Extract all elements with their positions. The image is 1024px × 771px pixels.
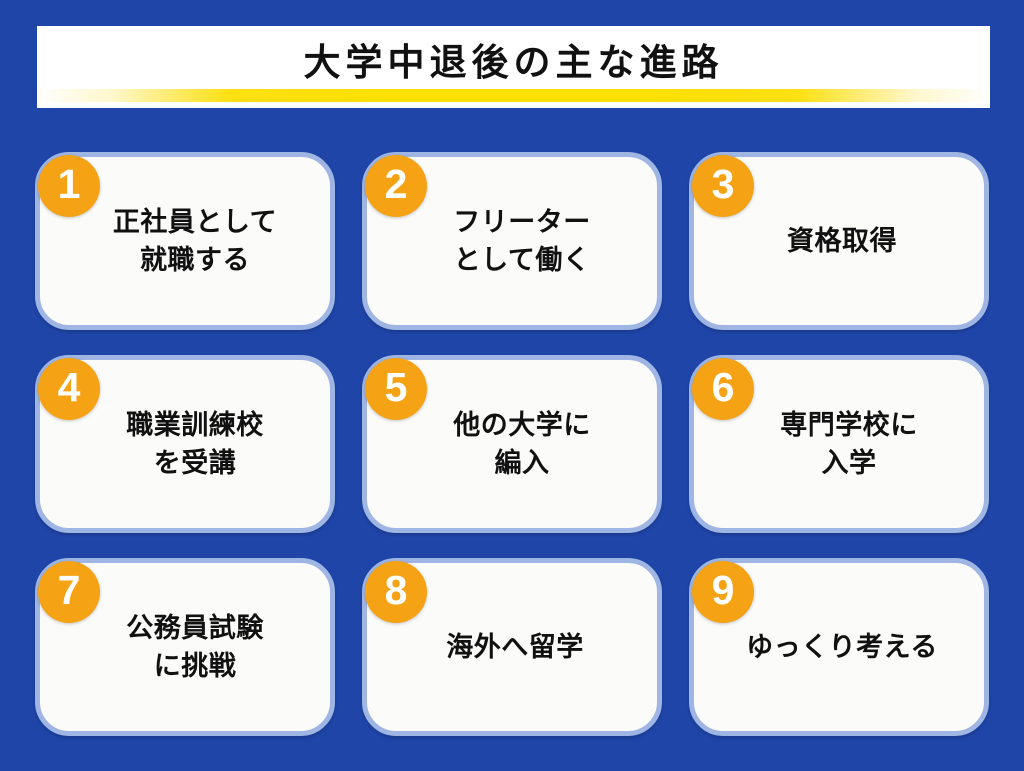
option-number-badge-2: 2 <box>365 155 427 217</box>
option-card-9[interactable]: 9 ゆっくり考える <box>689 558 989 736</box>
option-number-badge-7: 7 <box>38 561 100 623</box>
option-card-5[interactable]: 5 他の大学に 編入 <box>362 355 662 533</box>
option-label-3: 資格取得 <box>787 225 897 256</box>
option-card-7[interactable]: 7 公務員試験 に挑戦 <box>35 558 335 736</box>
option-number-8: 8 <box>384 567 408 613</box>
option-label-9: ゆっくり考える <box>746 631 938 662</box>
option-number-badge-8: 8 <box>365 561 427 623</box>
option-label-1: 正社員として 就職する <box>112 206 278 275</box>
option-number-badge-1: 1 <box>38 155 100 217</box>
option-number-7: 7 <box>57 567 81 613</box>
option-card-8[interactable]: 8 海外へ留学 <box>362 558 662 736</box>
option-card-6[interactable]: 6 専門学校に 入学 <box>689 355 989 533</box>
option-number-badge-5: 5 <box>365 358 427 420</box>
option-label-6: 専門学校に 入学 <box>780 409 918 478</box>
option-number-5: 5 <box>384 364 408 410</box>
option-number-badge-9: 9 <box>692 561 754 623</box>
option-number-badge-3: 3 <box>692 155 754 217</box>
option-label-2: フリーター として働く <box>453 206 591 275</box>
option-number-badge-4: 4 <box>38 358 100 420</box>
option-card-2[interactable]: 2 フリーター として働く <box>362 152 662 330</box>
option-label-4: 職業訓練校 を受講 <box>126 409 264 478</box>
option-number-6: 6 <box>711 364 735 410</box>
option-number-2: 2 <box>384 161 408 207</box>
option-card-1[interactable]: 1 正社員として 就職する <box>35 152 335 330</box>
title-underline-accent <box>37 89 990 102</box>
title-banner: 大学中退後の主な進路 <box>37 26 990 108</box>
option-number-3: 3 <box>711 161 735 207</box>
page-title: 大学中退後の主な進路 <box>303 41 724 83</box>
option-label-5: 他の大学に 編入 <box>453 409 591 478</box>
option-card-4[interactable]: 4 職業訓練校 を受講 <box>35 355 335 533</box>
option-number-9: 9 <box>711 567 735 613</box>
option-label-7: 公務員試験 に挑戦 <box>126 612 264 681</box>
career-options-grid: 1 正社員として 就職する 2 フリーター として働く 3 資格取得 4 職業訓… <box>35 152 990 744</box>
option-card-3[interactable]: 3 資格取得 <box>689 152 989 330</box>
option-label-8: 海外へ留学 <box>446 631 584 662</box>
option-number-4: 4 <box>57 364 81 410</box>
option-number-1: 1 <box>57 161 81 207</box>
option-number-badge-6: 6 <box>692 358 754 420</box>
